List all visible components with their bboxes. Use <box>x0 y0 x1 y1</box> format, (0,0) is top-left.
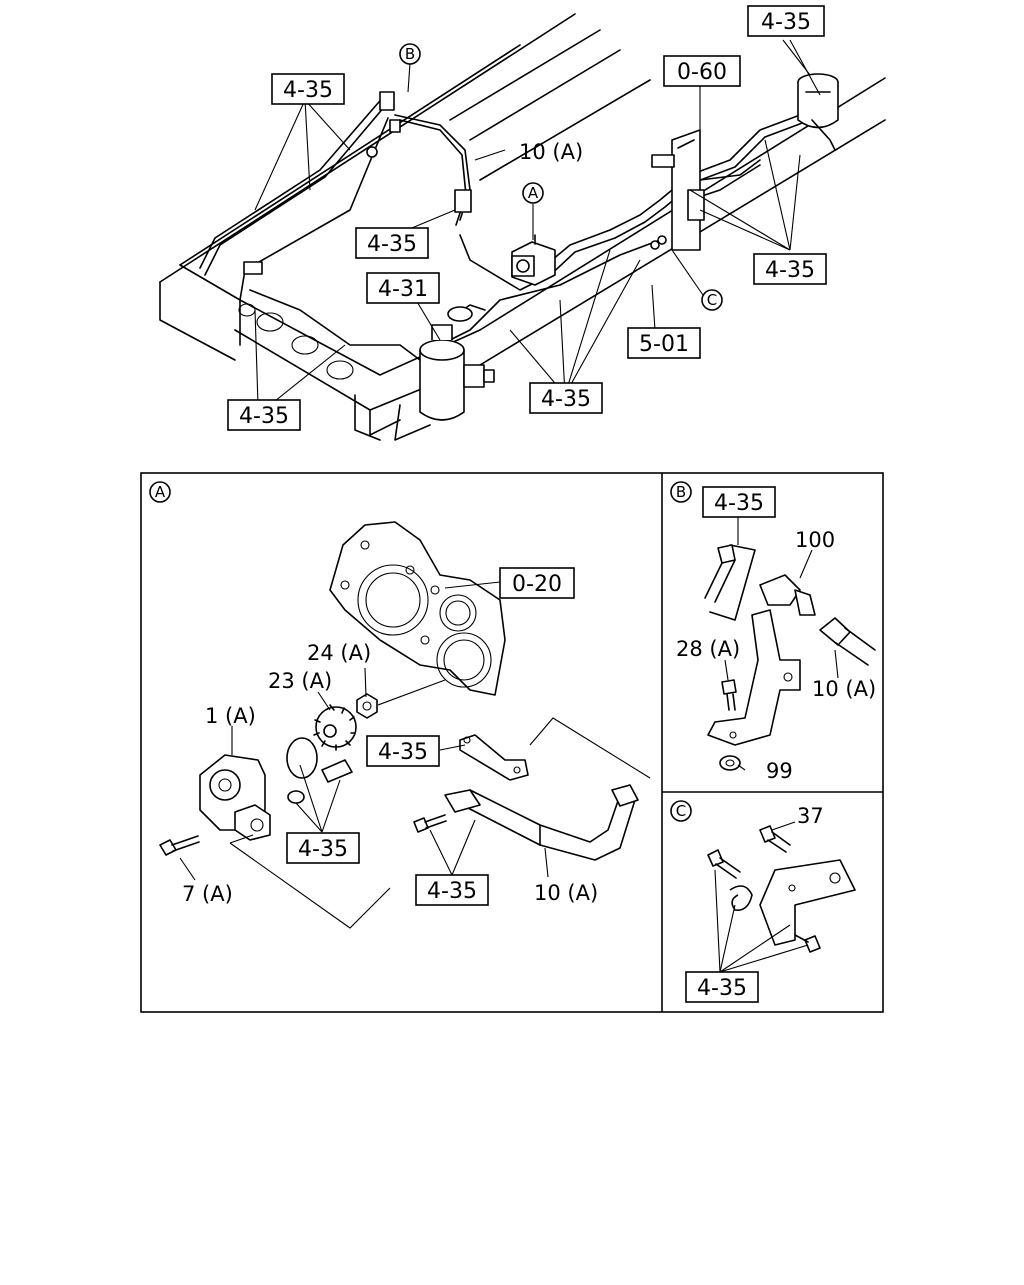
nut-24 <box>356 693 378 719</box>
master-cylinder-reservoir <box>797 73 839 151</box>
hose-end-b <box>819 617 876 666</box>
part-label: 23 (A) <box>268 669 332 693</box>
part-label: 7 (A) <box>182 882 233 906</box>
main-ref-8: 4-35 <box>753 253 827 285</box>
pipe-label: 10 (A) <box>519 140 583 164</box>
callout-a: A <box>522 182 544 204</box>
main-ref-3: 4-35 <box>227 399 301 431</box>
hose-10 <box>444 784 639 861</box>
frame-overview <box>159 13 886 441</box>
svg-text:C: C <box>707 291 717 309</box>
svg-text:A: A <box>155 483 166 501</box>
panel-c: C 4-35 37 <box>670 800 856 1003</box>
panel-a-ref-4: 4-35 <box>415 874 489 906</box>
pump-unit-a <box>511 234 556 286</box>
panel-c-ref-1: 4-35 <box>685 971 759 1003</box>
main-ref-9: 5-01 <box>627 327 701 359</box>
o-ring <box>286 737 318 779</box>
ref-label: 4-35 <box>714 491 764 516</box>
part-label: 99 <box>766 759 793 783</box>
clip-c <box>729 885 753 912</box>
main-ref-6: 0-60 <box>663 55 741 87</box>
bolt-37 <box>759 825 791 853</box>
ref-label: 4-35 <box>765 258 815 283</box>
leader-lines-main <box>254 39 821 406</box>
panel-a-ref-3: 4-35 <box>286 832 360 864</box>
callout-c: C <box>701 289 723 311</box>
bracket-hose <box>459 734 529 781</box>
bolt-c-right <box>794 934 821 953</box>
detail-frame <box>140 472 884 1013</box>
panel-a-ref-1: 0-20 <box>499 567 575 599</box>
callout-b: B <box>399 43 421 65</box>
main-ref-5: 4-35 <box>529 382 603 414</box>
gasket-plate <box>329 521 506 696</box>
svg-text:B: B <box>405 45 415 63</box>
panel-a-marker: A <box>149 481 171 503</box>
ref-label: 4-31 <box>378 277 428 302</box>
svg-text:A: A <box>528 184 539 202</box>
bolt-c-left <box>707 849 741 879</box>
part-label: 10 (A) <box>534 881 598 905</box>
ref-label: 4-35 <box>697 976 747 1001</box>
bracket-c <box>759 859 856 946</box>
panel-b-ref-1: 4-35 <box>702 486 776 518</box>
pump-1 <box>199 754 271 841</box>
bracket-b <box>707 609 801 746</box>
power-steering-booster <box>419 304 495 421</box>
part-label: 100 <box>795 528 835 552</box>
ref-label: 4-35 <box>367 232 417 257</box>
part-label: 37 <box>797 804 824 828</box>
ref-label: 0-20 <box>512 572 562 597</box>
gear-23 <box>313 704 357 751</box>
ref-label: 4-35 <box>298 837 348 862</box>
panel-c-marker: C <box>670 800 692 822</box>
main-ref-2: 4-35 <box>355 227 429 259</box>
ref-label: 5-01 <box>639 332 689 357</box>
ref-label: 4-35 <box>761 10 811 35</box>
ref-label: 4-35 <box>427 879 477 904</box>
part-label: 10 (A) <box>812 677 876 701</box>
part-label: 28 (A) <box>676 637 740 661</box>
panel-a: A <box>149 481 651 929</box>
panel-b: B <box>670 481 876 783</box>
ref-label: 4-35 <box>283 78 333 103</box>
main-ref-7: 4-35 <box>747 5 825 37</box>
clamp-bolt <box>717 544 736 564</box>
ref-label: 4-35 <box>378 740 428 765</box>
panel-b-marker: B <box>670 481 692 503</box>
svg-text:B: B <box>676 483 686 501</box>
washer <box>287 790 305 804</box>
svg-text:C: C <box>676 802 686 820</box>
nut-99 <box>719 755 741 771</box>
ref-label: 4-35 <box>541 387 591 412</box>
main-ref-1: 4-35 <box>271 73 345 105</box>
fitting-100 <box>759 574 816 616</box>
part-label: 24 (A) <box>307 641 371 665</box>
bolt-hose <box>413 814 447 833</box>
part-label: 1 (A) <box>205 704 256 728</box>
pin <box>321 759 353 783</box>
ref-label: 4-35 <box>239 404 289 429</box>
main-ref-4: 4-31 <box>366 272 440 304</box>
valve-bracket <box>651 129 705 251</box>
bolt-7 <box>159 835 200 856</box>
panel-a-ref-2: 4-35 <box>366 735 440 767</box>
ref-label: 0-60 <box>677 60 727 85</box>
bolt-28 <box>721 679 737 711</box>
